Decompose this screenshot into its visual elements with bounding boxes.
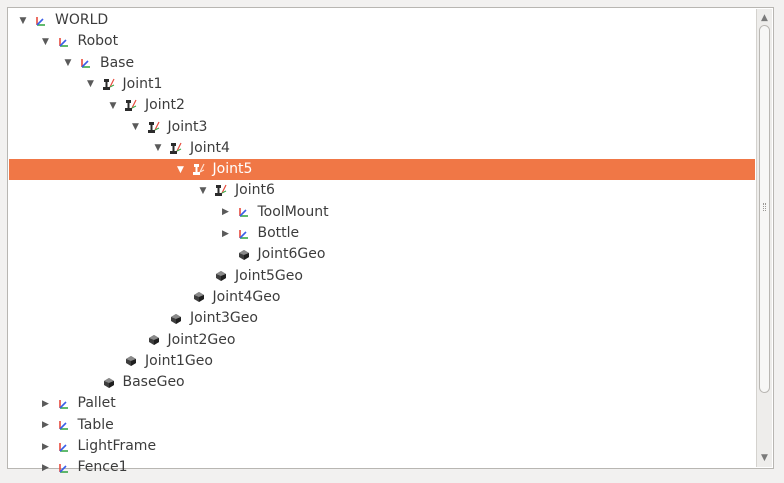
tree-item-label: Pallet [77, 395, 116, 412]
tree-row[interactable]: Joint5Geo [9, 266, 755, 287]
geometry-icon [145, 330, 163, 351]
tree-row[interactable]: Joint4Geo [9, 287, 755, 308]
tree-item-label: Joint3 [167, 118, 208, 135]
tree-row[interactable]: ▼ WORLD [9, 10, 755, 31]
tree-item-label: WORLD [55, 12, 109, 28]
tree-item-label: Joint5 [212, 161, 253, 178]
tree-row[interactable]: ▼ Joint4 [9, 138, 755, 159]
tree-row[interactable]: ▼ Joint3 [9, 117, 755, 138]
frame-icon [55, 436, 73, 457]
tree-item-label: Joint6Geo [257, 246, 326, 263]
expand-arrow-down-icon[interactable]: ▼ [109, 100, 117, 111]
tree-item-label: Joint4Geo [212, 288, 281, 305]
tree-row[interactable]: ▶ Table [9, 415, 755, 436]
frame-icon [235, 223, 253, 244]
tree-item-label: Robot [77, 33, 119, 50]
expand-arrow-down-icon[interactable]: ▼ [19, 15, 27, 26]
tree-row[interactable]: BaseGeo [9, 372, 755, 393]
frame-icon [77, 53, 95, 74]
tree-row[interactable]: ▼ Joint2 [9, 95, 755, 116]
geometry-icon [212, 266, 230, 287]
tree-item-label: BaseGeo [122, 374, 185, 391]
expand-arrow-down-icon[interactable]: ▼ [154, 143, 162, 154]
tree-row[interactable]: ▶ ToolMount [9, 202, 755, 223]
tree-row[interactable]: ▶ LightFrame [9, 436, 755, 457]
tree-row-selected[interactable]: ▼ Joint5 [9, 159, 755, 181]
frame-icon [55, 393, 73, 414]
expand-arrow-down-icon[interactable]: ▼ [177, 164, 184, 175]
tree-item-label: Joint2Geo [167, 331, 236, 348]
joint-icon [122, 95, 140, 116]
tree-item-label: LightFrame [77, 438, 157, 454]
expand-arrow-right-icon[interactable]: ▶ [42, 441, 49, 452]
tree-row[interactable]: ▶ Pallet [9, 393, 755, 414]
tree-row[interactable]: ▼ Robot [9, 31, 755, 52]
tree-item-label: Base [100, 54, 135, 71]
frame-icon [32, 10, 50, 31]
expand-arrow-right-icon[interactable]: ▶ [222, 207, 229, 218]
expand-arrow-down-icon[interactable]: ▼ [42, 36, 49, 47]
tree-item-label: ToolMount [257, 203, 329, 220]
geometry-icon [122, 351, 140, 372]
tree-row[interactable]: ▼ Joint6 [9, 180, 755, 201]
tree-item-label: Bottle [257, 225, 300, 241]
frame-icon [55, 415, 73, 436]
joint-icon [100, 74, 118, 95]
tree-item-label: Joint1Geo [145, 352, 213, 369]
scroll-thumb[interactable] [759, 25, 770, 393]
tree-row[interactable]: Joint2Geo [9, 330, 755, 351]
joint-icon [145, 117, 163, 138]
expand-arrow-right-icon[interactable]: ▶ [42, 420, 49, 431]
tree-row[interactable]: Joint3Geo [9, 308, 755, 329]
expand-arrow-right-icon[interactable]: ▶ [42, 398, 49, 409]
scroll-down-icon[interactable]: ▼ [761, 453, 768, 463]
tree-item-label: Joint3Geo [190, 310, 258, 327]
tree-row[interactable]: Joint1Geo [9, 351, 755, 372]
tree-item-label: Joint1 [122, 75, 163, 92]
expand-arrow-down-icon[interactable]: ▼ [199, 185, 207, 196]
tree-item-label: Joint2 [145, 97, 185, 114]
expand-arrow-right-icon[interactable]: ▶ [42, 462, 49, 473]
thumb-grip [763, 203, 766, 211]
tree-row[interactable]: ▼ Base [9, 53, 755, 74]
scroll-up-icon[interactable]: ▲ [761, 13, 768, 23]
joint-icon [190, 159, 208, 180]
tree-row[interactable]: ▶ Bottle [9, 223, 755, 244]
tree-item-label: Joint4 [190, 139, 230, 156]
expand-arrow-right-icon[interactable]: ▶ [222, 228, 229, 239]
geometry-icon [235, 244, 253, 265]
scene-tree-panel: ▼ WORLD▼ Robot▼ Base▼ [7, 7, 774, 475]
frame-icon [55, 457, 73, 478]
geometry-icon [100, 372, 118, 393]
tree-row[interactable]: ▼ Joint1 [9, 74, 755, 95]
joint-icon [212, 180, 230, 201]
frame-icon [55, 31, 73, 52]
tree-item-label: Joint6 [235, 182, 275, 199]
joint-icon [167, 138, 185, 159]
expand-arrow-down-icon[interactable]: ▼ [87, 79, 94, 90]
tree-item-label: Joint5Geo [235, 267, 303, 284]
geometry-icon [190, 287, 208, 308]
expand-arrow-down-icon[interactable]: ▼ [132, 122, 139, 132]
scene-tree[interactable]: ▼ WORLD▼ Robot▼ Base▼ [9, 9, 755, 475]
geometry-icon [167, 308, 185, 329]
tree-item-label: Table [77, 416, 114, 433]
tree-row[interactable]: ▶ Fence1 [9, 457, 755, 478]
frame-icon [235, 202, 253, 223]
expand-arrow-down-icon[interactable]: ▼ [64, 58, 72, 69]
tree-item-label: Fence1 [77, 459, 128, 476]
vertical-scrollbar[interactable]: ▲ ▼ [756, 9, 772, 467]
tree-row[interactable]: Joint6Geo [9, 244, 755, 265]
